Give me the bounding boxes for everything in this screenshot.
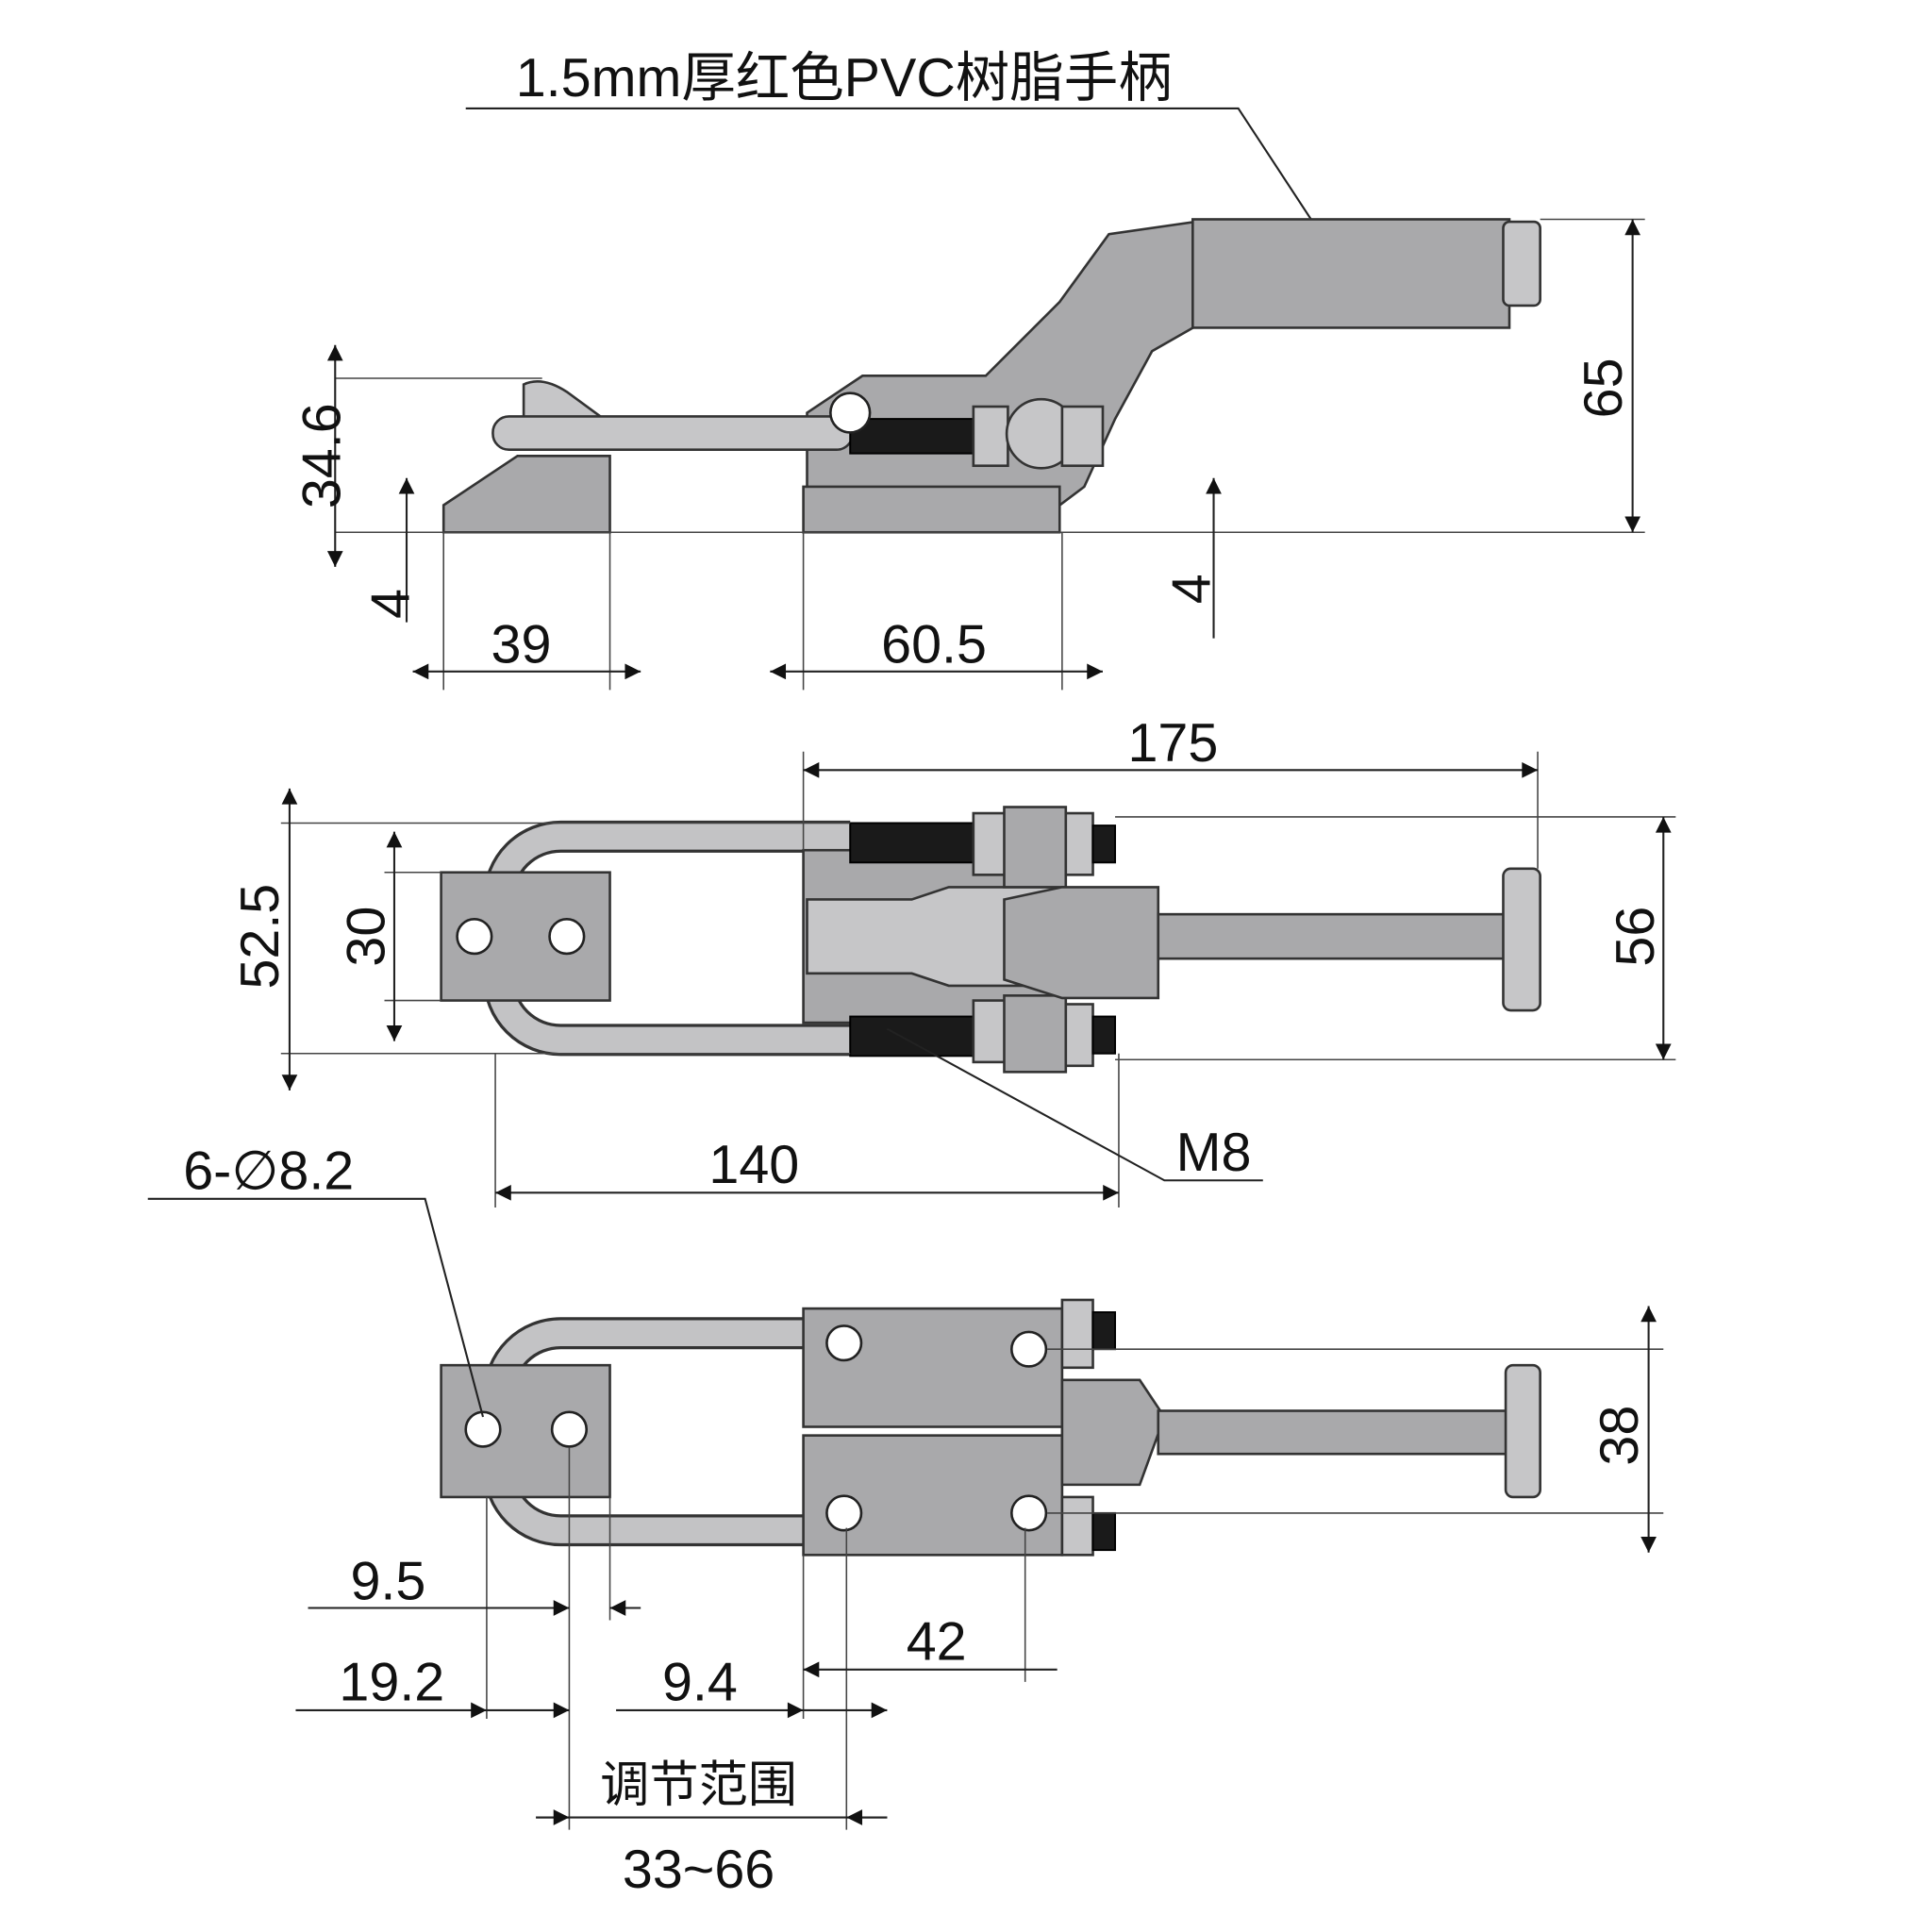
pivot-hole — [829, 391, 872, 434]
base-plate — [802, 485, 1061, 534]
handle-leader-line — [465, 107, 1339, 259]
handle-housing — [1003, 886, 1160, 1000]
handle-t-end — [1504, 1363, 1541, 1499]
dim-42: 42 — [907, 1611, 967, 1672]
dim-65: 65 — [1574, 358, 1634, 418]
handle-housing — [1060, 1378, 1166, 1487]
nut — [972, 405, 1009, 468]
side-view: 1.5mm厚红色PVC树脂手柄 34.6 4 39 60.5 4 65 — [291, 48, 1645, 691]
handle-t-end — [1502, 867, 1541, 1012]
threaded-rod — [849, 418, 974, 455]
dim-30: 30 — [337, 907, 397, 967]
dim-4-left: 4 — [361, 589, 422, 619]
dim-38: 38 — [1590, 1406, 1650, 1466]
handle-bar — [1157, 1409, 1511, 1456]
dim-9-5: 9.5 — [350, 1551, 425, 1611]
dim-140: 140 — [708, 1135, 799, 1195]
dim-19-2: 19.2 — [339, 1652, 444, 1712]
dim-4-right: 4 — [1162, 574, 1223, 604]
catch-plate — [441, 454, 611, 534]
adjust-range-label: 调节范围 — [600, 1757, 797, 1814]
handle-material-callout: 1.5mm厚红色PVC树脂手柄 — [516, 48, 1173, 108]
catch-hook — [522, 380, 608, 421]
threaded-rod-top — [849, 822, 974, 864]
handle-bar — [1157, 912, 1511, 960]
dim-60-5: 60.5 — [881, 615, 987, 675]
handle-grip — [1191, 218, 1511, 329]
threaded-rod-bottom — [849, 1015, 974, 1058]
dim-175: 175 — [1127, 713, 1218, 774]
adjust-range-value: 33~66 — [623, 1840, 774, 1900]
dim-52-5: 52.5 — [230, 884, 291, 990]
dim-9-4: 9.4 — [662, 1652, 738, 1712]
u-bolt-rod — [491, 415, 855, 452]
top-view: 175 52.5 30 56 140 M8 — [230, 713, 1676, 1208]
holes-callout: 6-∅8.2 — [183, 1141, 354, 1201]
m8-leader — [886, 1027, 1263, 1182]
thread-callout: M8 — [1176, 1123, 1252, 1183]
dim-39: 39 — [491, 615, 552, 675]
dim-56: 56 — [1606, 907, 1666, 967]
handle-end-cap — [1502, 220, 1541, 308]
bottom-view: 6-∅8.2 9.5 19.2 9.4 42 38 调节范围 33~66 — [147, 1141, 1664, 1900]
holes-leader — [147, 1197, 485, 1418]
nut — [1060, 405, 1105, 468]
dim-34-6: 34.6 — [291, 403, 352, 508]
